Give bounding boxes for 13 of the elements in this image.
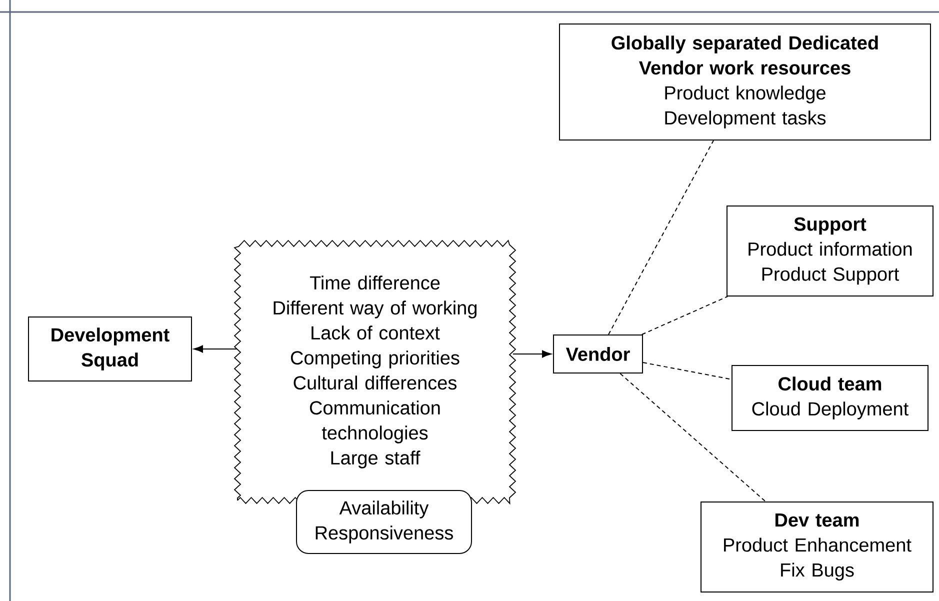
process-box: Vendor bbox=[553, 334, 643, 374]
process-box: Dev team Product Enhancement Fix Bugs bbox=[700, 501, 934, 592]
process-box: Development Squad bbox=[28, 316, 192, 382]
process-box: Globally separated Dedicated Vendor work resources Product knowledge Development tasks bbox=[559, 24, 931, 140]
connector-line bbox=[641, 296, 728, 335]
connector-line bbox=[620, 372, 766, 502]
arrow bbox=[194, 345, 238, 353]
connector-line bbox=[608, 140, 714, 335]
process-box: Support Product information Product Support bbox=[726, 205, 934, 296]
connector-line bbox=[642, 362, 732, 380]
arrow bbox=[512, 350, 552, 358]
process-box: Cloud team Cloud Deployment bbox=[732, 364, 928, 431]
rounded-box: Availability Responsiveness bbox=[296, 490, 472, 554]
